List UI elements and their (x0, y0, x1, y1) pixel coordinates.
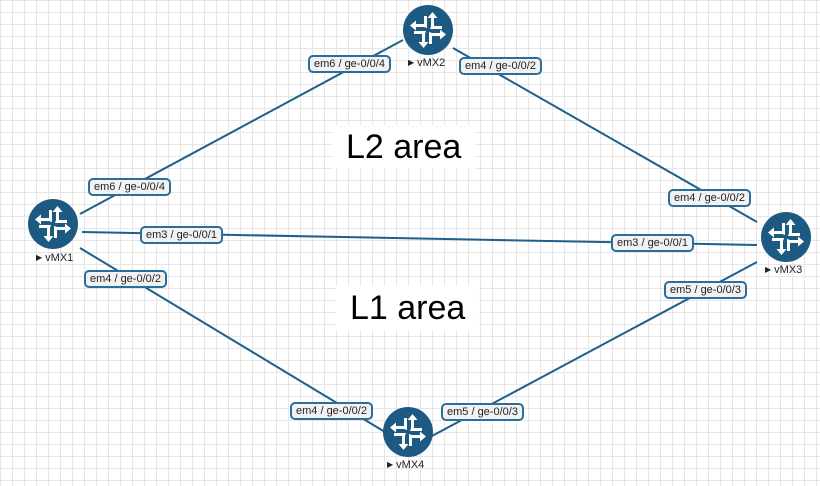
router-arrows-icon (35, 206, 71, 242)
port-label-vmx1-vmx3[interactable]: em3 / ge-0/0/1 (140, 226, 223, 244)
vmx1-label[interactable]: ▶vMX1 (36, 252, 74, 264)
port-label-vmx1-vmx4[interactable]: em4 / ge-0/0/2 (84, 270, 167, 288)
port-label-vmx1-vmx2[interactable]: em6 / ge-0/0/4 (88, 178, 171, 196)
l1-area-label: L1 area (336, 286, 480, 330)
vmx4-label[interactable]: ▶vMX4 (387, 459, 425, 471)
port-label-vmx2-vmx3[interactable]: em4 / ge-0/0/2 (459, 57, 542, 75)
vmx2-label[interactable]: ▶vMX2 (408, 57, 446, 69)
port-label-vmx4-vmx3[interactable]: em5 / ge-0/0/3 (441, 403, 524, 421)
port-label-vmx3-vmx1[interactable]: em3 / ge-0/0/1 (611, 234, 694, 252)
router-vmx1-icon[interactable] (28, 199, 78, 249)
play-triangle-icon: ▶ (36, 253, 43, 262)
play-triangle-icon: ▶ (765, 265, 772, 274)
l2-area-label: L2 area (332, 125, 476, 169)
router-arrows-icon (768, 219, 804, 255)
router-vmx3-icon[interactable] (761, 212, 811, 262)
router-vmx4-icon[interactable] (383, 407, 433, 457)
router-vmx2-icon[interactable] (403, 5, 453, 55)
port-label-vmx2-vmx1[interactable]: em6 / ge-0/0/4 (308, 55, 391, 73)
port-label-vmx3-vmx4[interactable]: em5 / ge-0/0/3 (664, 281, 747, 299)
play-triangle-icon: ▶ (408, 58, 415, 67)
vmx3-label[interactable]: ▶vMX3 (765, 264, 803, 276)
port-label-vmx3-vmx2[interactable]: em4 / ge-0/0/2 (668, 189, 751, 207)
router-arrows-icon (410, 12, 446, 48)
port-label-vmx4-vmx1[interactable]: em4 / ge-0/0/2 (290, 402, 373, 420)
router-arrows-icon (390, 414, 426, 450)
play-triangle-icon: ▶ (387, 460, 394, 469)
